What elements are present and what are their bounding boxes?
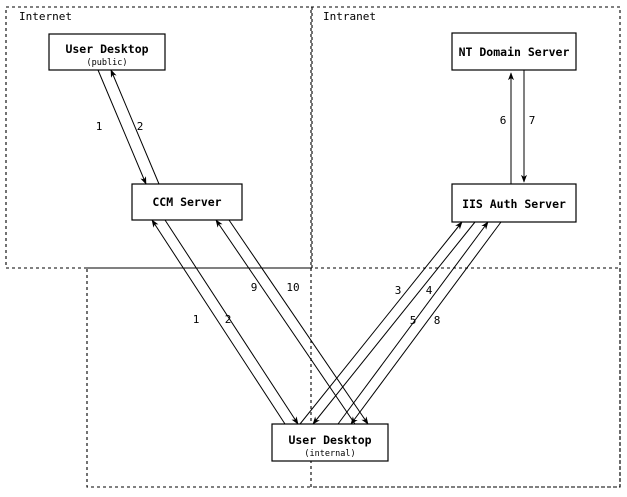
edge-label-8: 8 <box>434 314 441 327</box>
flow-group-internal-ccm-b <box>215 219 369 425</box>
node-ccm-server-title: CCM Server <box>152 195 221 209</box>
node-ccm-server-box[interactable] <box>131 183 243 221</box>
edge-label-2-internal: 2 <box>225 313 232 326</box>
node-user-desktop-public-title: User Desktop <box>65 42 148 56</box>
flow-group-internal-ccm-a <box>151 219 299 425</box>
zone-boundaries <box>5 6 621 488</box>
node-user-desktop-internal-box[interactable] <box>271 423 389 462</box>
node-iis-auth-server-title: IIS Auth Server <box>462 197 566 211</box>
edge-label-4: 4 <box>426 284 433 297</box>
edge-label-5: 5 <box>410 314 417 327</box>
flow-line-5-internal-to-iis <box>337 221 489 425</box>
flow-line-10-ccm-to-internal <box>228 219 369 425</box>
node-user-desktop-public-box[interactable] <box>48 33 166 71</box>
flow-group-public-ccm <box>97 69 160 185</box>
edge-label-6: 6 <box>500 114 507 127</box>
edge-label-3: 3 <box>395 284 402 297</box>
zone-label-internet: Internet <box>19 10 72 23</box>
node-nt-domain-server-box[interactable] <box>451 32 577 71</box>
flow-line-9-internal-to-ccm <box>215 219 356 425</box>
node-iis-auth-server-box[interactable] <box>451 183 577 223</box>
node-nt-domain-server-title: NT Domain Server <box>459 45 570 59</box>
zone-lower-boundary <box>86 267 621 488</box>
edge-label-10: 10 <box>286 281 299 294</box>
node-nt-domain-server[interactable]: NT Domain Server <box>451 32 577 71</box>
flow-line-3-internal-to-iis <box>299 221 463 425</box>
edge-label-1-internal: 1 <box>193 313 200 326</box>
flow-line-1-public-to-ccm <box>97 69 147 185</box>
edge-label-2-public: 2 <box>137 120 144 133</box>
flow-line-1-internal-to-ccm <box>151 219 286 425</box>
node-user-desktop-public[interactable]: User Desktop (public) <box>48 33 166 71</box>
edge-label-9: 9 <box>251 281 258 294</box>
edge-label-7: 7 <box>529 114 536 127</box>
node-user-desktop-internal-title: User Desktop <box>288 433 371 447</box>
node-user-desktop-internal-subtitle: (internal) <box>304 449 355 459</box>
flow-line-8-iis-to-internal <box>350 221 502 425</box>
flow-group-internal-iis-b <box>337 221 502 425</box>
flow-line-4-iis-to-internal <box>312 221 476 425</box>
node-ccm-server[interactable]: CCM Server <box>131 183 243 221</box>
edge-label-1-public: 1 <box>96 120 103 133</box>
node-user-desktop-internal[interactable]: User Desktop (internal) <box>271 423 389 462</box>
flow-group-internal-iis-a <box>299 221 476 425</box>
node-iis-auth-server[interactable]: IIS Auth Server <box>451 183 577 223</box>
flow-line-2-ccm-to-internal <box>164 219 299 425</box>
flow-group-iis-nt <box>508 70 527 184</box>
node-user-desktop-public-subtitle: (public) <box>87 58 128 68</box>
flow-line-2-ccm-to-public <box>110 69 160 185</box>
zone-label-intranet: Intranet <box>323 10 376 23</box>
